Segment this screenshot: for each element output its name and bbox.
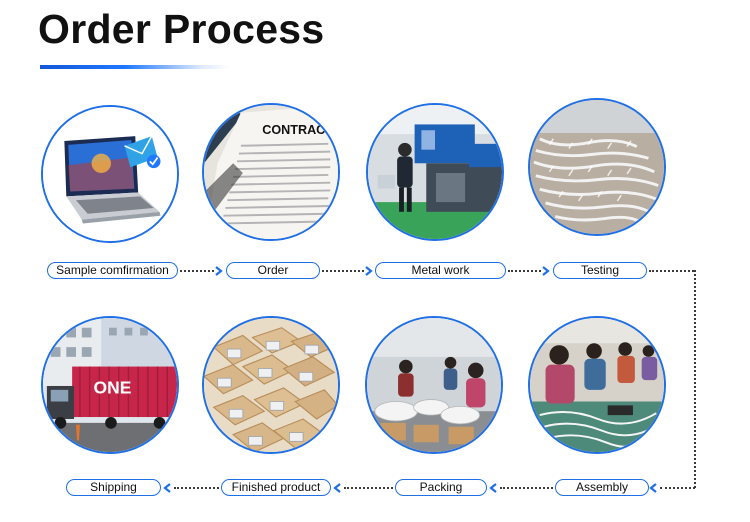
arrow-right-icon [365,266,373,276]
email-icon [124,135,161,169]
metal-work-image [366,103,504,241]
arrow-right-icon [542,266,550,276]
connector-packing-finished [344,487,393,489]
step-label-sample-confirmation: Sample comfirmation [47,262,178,279]
laptop-icon [64,136,161,224]
testing-image [528,98,666,236]
step-label-assembly: Assembly [555,479,649,496]
connector-return-top [649,270,694,272]
step-label-metal-work: Metal work [375,262,506,279]
order-image: CONTRACT [202,103,340,241]
container-brand: ONE [93,378,131,398]
connector-assembly-packing [500,487,553,489]
contract-heading: CONTRACT [262,123,333,137]
connector-return-bottom [660,487,695,489]
page-title: Order Process [38,6,325,52]
step-label-order: Order [226,262,320,279]
step-label-testing: Testing [553,262,647,279]
step-label-shipping: Shipping [66,479,161,496]
title-underline [40,65,230,69]
arrow-left-icon [163,483,171,493]
sample-confirmation-image [41,105,179,243]
connector-return-vertical [694,270,696,488]
connector-finished-shipping [174,487,219,489]
arrow-left-icon [649,483,657,493]
arrow-right-icon [215,266,223,276]
connector-1-2 [180,270,214,272]
step-label-finished-product: Finished product [221,479,331,496]
step-label-packing: Packing [395,479,487,496]
finished-product-image [202,316,340,454]
packing-image [365,316,503,454]
arrow-left-icon [489,483,497,493]
assembly-image [528,316,666,454]
connector-3-4 [508,270,541,272]
arrow-left-icon [333,483,341,493]
connector-2-3 [322,270,364,272]
shipping-image: ONE [41,316,179,454]
